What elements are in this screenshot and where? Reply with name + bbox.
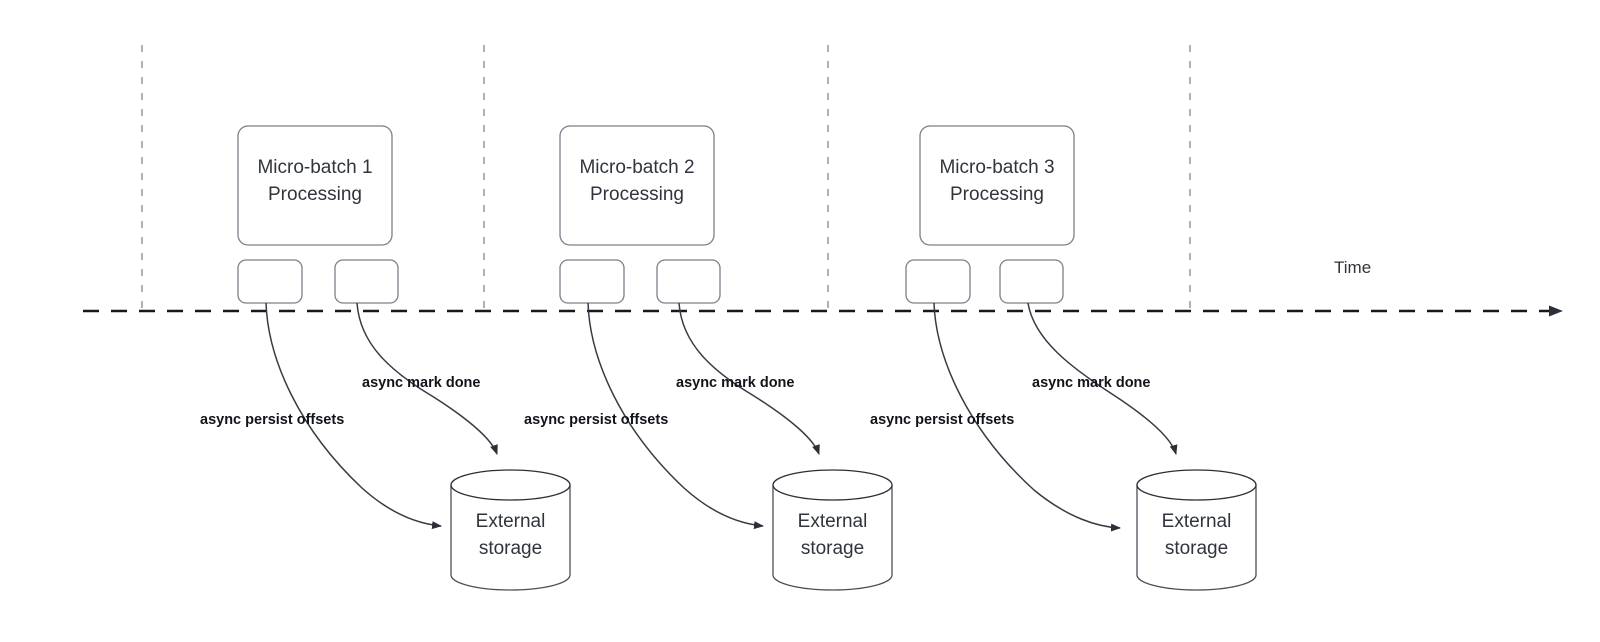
- external-storage-3-label-line2: storage: [1165, 538, 1228, 559]
- separator-group: [141, 45, 1191, 311]
- mb3-persist-offsets-curve: [933, 302, 1121, 532]
- mb2-task-b-box[interactable]: [656, 259, 721, 304]
- mb1-persist-offsets-curve: [265, 302, 442, 530]
- batch-group-3: Micro-batch 3 Processing async persist o…: [870, 125, 1257, 591]
- micro-batch-1-label-line2: Processing: [268, 184, 362, 205]
- mb3-task-a-box[interactable]: [905, 259, 971, 304]
- external-storage-2-label-line2: storage: [801, 538, 864, 559]
- mb1-persist-offsets-label: async persist offsets: [200, 412, 344, 428]
- external-storage-2-body: [772, 485, 893, 591]
- batch-group-1: Micro-batch 1 Processing async persist o…: [200, 125, 571, 591]
- mb3-mark-done-label: async mark done: [1032, 375, 1150, 391]
- external-storage-1-label-line2: storage: [479, 538, 542, 559]
- mb1-task-a-box[interactable]: [237, 259, 303, 304]
- external-storage-1[interactable]: External storage: [450, 469, 571, 591]
- external-storage-2-label-line1: External: [798, 511, 868, 532]
- mb2-mark-done-label: async mark done: [676, 375, 794, 391]
- external-storage-2[interactable]: External storage: [772, 469, 893, 591]
- micro-batch-2-label-line1: Micro-batch 2: [579, 157, 694, 178]
- external-storage-3[interactable]: External storage: [1136, 469, 1257, 591]
- mb3-mark-done-curve: [1027, 302, 1178, 455]
- batch-group-2: Micro-batch 2 Processing async persist o…: [524, 125, 893, 591]
- mb1-task-b-box[interactable]: [334, 259, 399, 304]
- external-storage-2-top: [772, 469, 893, 501]
- external-storage-1-label-line1: External: [476, 511, 546, 532]
- micro-batch-1-label-line1: Micro-batch 1: [257, 157, 372, 178]
- external-storage-1-top: [450, 469, 571, 501]
- external-storage-3-top: [1136, 469, 1257, 501]
- timeline-axis: Time: [83, 258, 1563, 317]
- mb3-persist-offsets-label: async persist offsets: [870, 412, 1014, 428]
- micro-batch-3-box[interactable]: [919, 125, 1075, 246]
- micro-batch-3-label-line2: Processing: [950, 184, 1044, 205]
- mb1-mark-done-label: async mark done: [362, 375, 480, 391]
- mb2-mark-done-curve: [678, 302, 820, 455]
- external-storage-3-body: [1136, 485, 1257, 591]
- timeline-label: Time: [1334, 258, 1371, 277]
- mb3-task-b-box[interactable]: [999, 259, 1064, 304]
- external-storage-3-label-line1: External: [1162, 511, 1232, 532]
- external-storage-1-body: [450, 485, 571, 591]
- micro-batch-1-box[interactable]: [237, 125, 393, 246]
- mb1-mark-done-curve: [356, 302, 498, 455]
- micro-batch-2-label-line2: Processing: [590, 184, 684, 205]
- mb2-task-a-box[interactable]: [559, 259, 625, 304]
- mb2-persist-offsets-label: async persist offsets: [524, 412, 668, 428]
- micro-batch-2-box[interactable]: [559, 125, 715, 246]
- micro-batch-3-label-line1: Micro-batch 3: [939, 157, 1054, 178]
- mb2-persist-offsets-curve: [587, 302, 764, 530]
